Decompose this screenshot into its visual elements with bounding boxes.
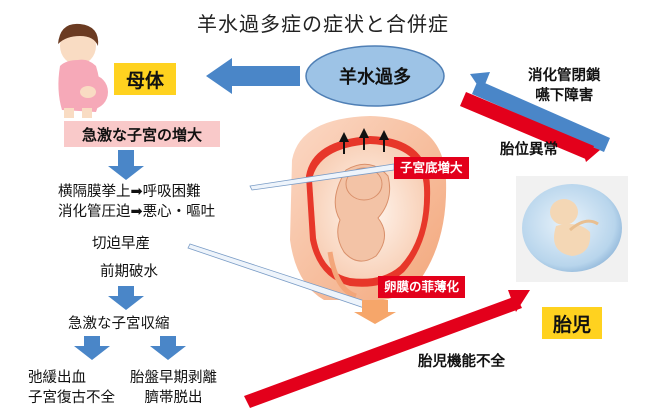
arrow-center-to-fetus — [460, 92, 600, 162]
pregnant-woman-illustration — [58, 23, 108, 118]
arrow-fetus-to-center — [470, 72, 610, 152]
preterm-labor-label: 切迫早産 — [92, 236, 150, 252]
arrow-down-1 — [108, 150, 144, 180]
membrane-thinning-label: 卵膜の菲薄化 — [378, 276, 466, 298]
arrow-to-mother — [206, 58, 300, 94]
fetal-dysfunction-label: 胎児機能不全 — [418, 354, 505, 370]
center-label: 羊水過多 — [339, 67, 411, 88]
arrow-down-orange — [354, 300, 396, 324]
outcome-left-line-2: 子宮復古不全 — [28, 390, 115, 406]
fetus-bubble-illustration — [516, 176, 628, 282]
arrow-down-3 — [74, 336, 110, 360]
center-node: 羊水過多 — [306, 46, 444, 106]
rapid-contraction-label: 急激な子宮収縮 — [68, 316, 170, 332]
fetal-cause-line-1: 消化管閉鎖 — [528, 68, 601, 84]
rapid-enlargement-label: 急激な子宮の増大 — [64, 121, 220, 147]
diagram-title: 羊水過多症の症状と合併症 — [197, 12, 449, 36]
outcome-right-line-2: 臍帯脱出 — [144, 390, 203, 406]
malposition-label: 胎位異常 — [500, 142, 558, 158]
fetal-causes: 消化管閉鎖 嚥下障害 — [528, 66, 601, 106]
prom-label: 前期破水 — [100, 264, 158, 280]
fundus-elevation-label: 子宮底増大 — [394, 157, 469, 179]
arrow-to-fetus-bottom — [244, 290, 530, 408]
effects-block: 横隔膜挙上➡呼吸困難 消化管圧迫➡悪心・嘔吐 — [58, 182, 215, 222]
fetus-label: 胎児 — [542, 307, 602, 339]
uterus-illustration — [290, 116, 447, 302]
effect-line-1: 横隔膜挙上➡呼吸困難 — [58, 184, 201, 200]
effect-line-2: 消化管圧迫➡悪心・嘔吐 — [58, 204, 216, 220]
outcome-left: 弛緩出血 子宮復古不全 — [28, 368, 115, 408]
center-ellipse — [305, 45, 445, 107]
upward-small-arrows — [339, 128, 389, 154]
mother-label: 母体 — [114, 63, 176, 95]
arrow-down-2 — [108, 286, 144, 310]
outcome-left-line-1: 弛緩出血 — [28, 370, 86, 386]
outcome-right: 胎盤早期剥離 臍帯脱出 — [130, 368, 217, 408]
fetal-cause-line-2: 嚥下障害 — [535, 88, 594, 104]
outcome-right-line-1: 胎盤早期剥離 — [130, 370, 217, 386]
arrow-down-4 — [150, 336, 186, 360]
